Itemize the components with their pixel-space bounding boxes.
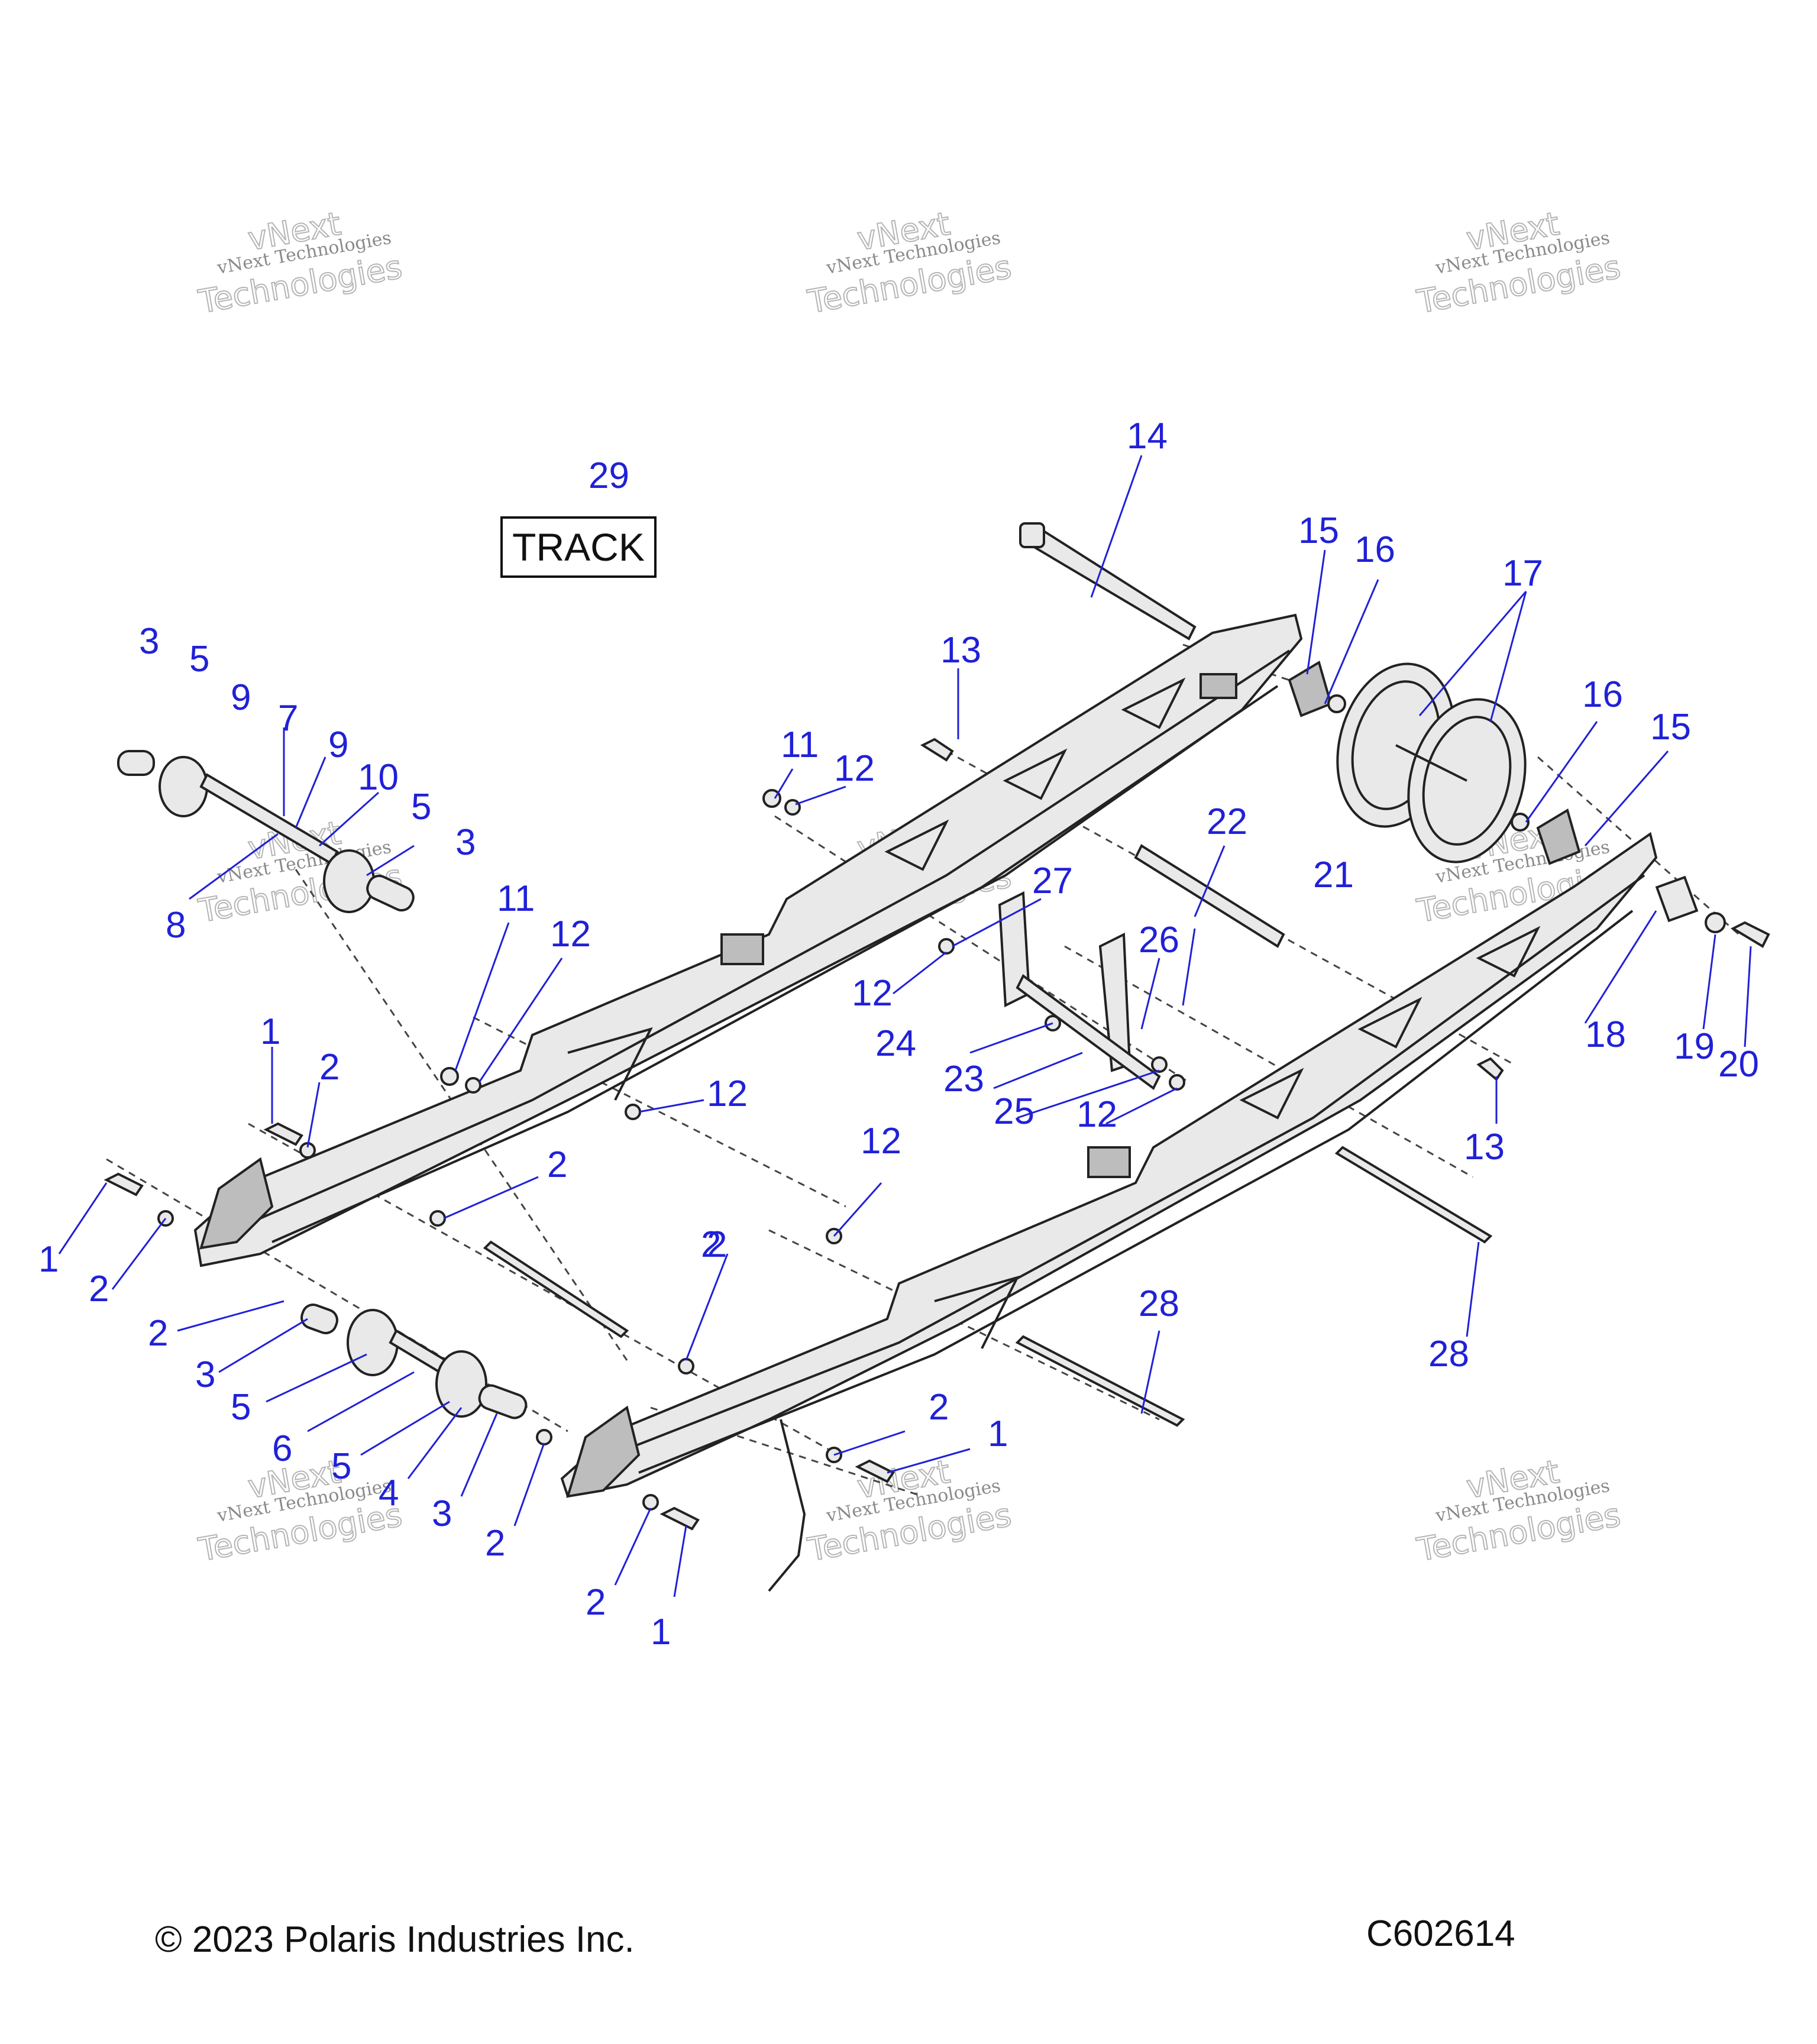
callout-21: 21 xyxy=(1313,855,1354,895)
callout-7: 7 xyxy=(278,698,298,739)
callout-9-top: 9 xyxy=(231,677,251,718)
callout-16-right: 16 xyxy=(1582,674,1623,715)
watermark-top-left: vNext Technologies vNext Technologies xyxy=(195,204,406,321)
callout-15-top: 15 xyxy=(1298,510,1339,551)
callout-12-lower: 12 xyxy=(861,1121,901,1162)
callout-8: 8 xyxy=(166,905,186,946)
track-label-box: TRACK xyxy=(500,516,657,578)
callout-27: 27 xyxy=(1032,861,1073,901)
callout-12-left: 12 xyxy=(550,914,591,955)
callout-5-top: 5 xyxy=(189,639,209,680)
watermark-bottom-left: vNext Technologies vNext Technologies xyxy=(195,1452,406,1569)
callout-28-right: 28 xyxy=(1428,1334,1469,1374)
left-rail xyxy=(193,613,1303,1267)
callout-1-right-rail: 1 xyxy=(988,1414,1008,1454)
callout-6: 6 xyxy=(272,1428,292,1469)
callout-19: 19 xyxy=(1674,1026,1715,1067)
callout-labels: 14 15 16 17 16 15 13 11 12 11 12 22 21 2… xyxy=(38,416,1759,1652)
watermark-top-center: vNext Technologies vNext Technologies xyxy=(804,204,1015,321)
callout-1-upper: 1 xyxy=(260,1011,280,1052)
callout-17: 17 xyxy=(1502,553,1543,594)
callout-15-right: 15 xyxy=(1650,707,1691,748)
callout-20: 20 xyxy=(1718,1044,1759,1085)
callout-22: 22 xyxy=(1207,801,1247,842)
callout-12-center: 12 xyxy=(852,973,893,1014)
callout-2-upper: 2 xyxy=(319,1047,340,1088)
leader-lines xyxy=(58,455,1752,1597)
svg-text:TRACK: TRACK xyxy=(512,525,645,569)
upper-idler-assembly xyxy=(117,750,415,913)
copyright-text: © 2023 Polaris Industries Inc. xyxy=(155,1919,635,1960)
callout-1-left: 1 xyxy=(38,1239,59,1280)
callout-5-mid: 5 xyxy=(411,787,431,827)
figure-code: C602614 xyxy=(1366,1913,1515,1954)
callout-3-mid: 3 xyxy=(455,822,476,863)
callout-2-rail: 2 xyxy=(547,1144,567,1185)
rear-axle-assembly xyxy=(1019,522,1770,948)
callout-12-right: 12 xyxy=(1076,1094,1117,1135)
callout-2-idler: 2 xyxy=(148,1313,168,1354)
watermark-top-right: vNext Technologies vNext Technologies xyxy=(1414,204,1624,321)
callout-13-right: 13 xyxy=(1464,1127,1505,1167)
callout-26: 26 xyxy=(1139,920,1179,960)
callout-2-right-rail: 2 xyxy=(929,1387,949,1428)
callout-3-top: 3 xyxy=(139,621,159,662)
callout-10: 10 xyxy=(358,757,399,798)
callout-18: 18 xyxy=(1585,1014,1626,1055)
callout-2-idler-b: 2 xyxy=(485,1523,505,1564)
callout-3-idler-b: 3 xyxy=(432,1493,452,1534)
callout-2-lower: 2 xyxy=(701,1224,721,1265)
callout-2-bottom: 2 xyxy=(586,1582,606,1623)
callout-14: 14 xyxy=(1127,416,1168,457)
callout-11-mid: 11 xyxy=(781,725,819,765)
callout-24: 24 xyxy=(875,1023,916,1064)
callout-1-bottom: 1 xyxy=(651,1612,671,1652)
callout-12-mid: 12 xyxy=(834,748,875,789)
callout-3-idler: 3 xyxy=(195,1354,215,1395)
callout-9-mid: 9 xyxy=(328,725,348,765)
callout-5-idler: 5 xyxy=(231,1387,251,1428)
lower-idler-assembly xyxy=(300,1304,806,1592)
callout-25: 25 xyxy=(994,1091,1034,1132)
callout-23: 23 xyxy=(943,1059,984,1099)
callout-12-rail: 12 xyxy=(707,1073,748,1114)
cross-shafts xyxy=(483,844,1493,1427)
right-rail xyxy=(560,832,1658,1498)
watermark-bottom-center: vNext Technologies vNext Technologies xyxy=(804,1452,1015,1569)
center-brackets xyxy=(998,891,1168,1091)
callout-11-left: 11 xyxy=(497,878,535,919)
watermark-bottom-right: vNext Technologies vNext Technologies xyxy=(1414,1452,1624,1569)
callout-2-left: 2 xyxy=(89,1269,109,1309)
callout-5-idler-b: 5 xyxy=(331,1446,351,1487)
callout-28-center: 28 xyxy=(1139,1283,1179,1324)
callout-16-top: 16 xyxy=(1354,529,1395,570)
callout-13-top: 13 xyxy=(940,630,981,671)
callout-29: 29 xyxy=(589,455,629,496)
callout-4: 4 xyxy=(379,1473,399,1513)
callout-2-mid-rail: 2 xyxy=(707,1224,727,1265)
